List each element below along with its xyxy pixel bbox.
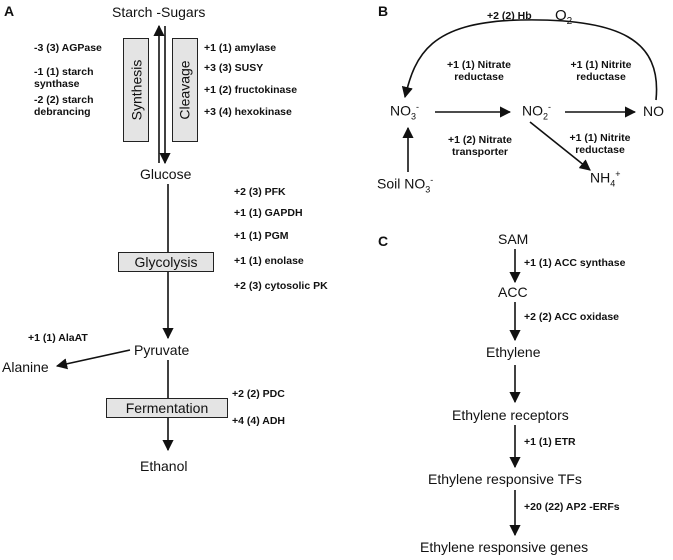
nitrite-reductase-bottom-label: +1 (1) Nitrite reductase: [562, 132, 638, 156]
starch-sugars-node: Starch -Sugars: [112, 4, 206, 20]
fructokinase-label: +1 (2) fructokinase: [204, 84, 298, 96]
starch-synthase-label-2: synthase: [34, 78, 80, 90]
nitrite-reductase-top-line-2: reductase: [576, 70, 626, 83]
no2-to-nh4-arrow: [529, 121, 591, 171]
susy-label: +3 (3) SUSY: [204, 62, 264, 74]
enolase-label: +1 (1) enolase: [234, 255, 304, 267]
nitrate-reductase-line-1: +1 (1) Nitrate: [447, 59, 511, 71]
ethylene-tfs-node: Ethylene responsive TFs: [428, 471, 582, 487]
no2-text: NO: [522, 102, 543, 119]
nitrite-reductase-bottom-line-1: +1 (1) Nitrite: [569, 132, 631, 144]
starch-debrancing-label: -2 (2) starch: [34, 94, 94, 106]
etr-label: +1 (1) ETR: [524, 436, 576, 448]
glycolysis-box: Glycolysis: [118, 252, 214, 272]
nh4-superscript: +: [615, 169, 621, 179]
ethanol-node: Ethanol: [140, 458, 188, 474]
pfk-label: +2 (3) PFK: [234, 186, 286, 198]
no2-subscript: 2: [543, 111, 549, 122]
acc-node: ACC: [498, 284, 528, 300]
no2-node: NO2-: [522, 102, 552, 122]
alanine-node: Alanine: [2, 359, 49, 375]
ethylene-receptors-node: Ethylene receptors: [452, 407, 569, 423]
no-node: NO: [643, 103, 664, 119]
no3-subscript: 3: [411, 111, 417, 122]
no3-node: NO3-: [390, 102, 420, 122]
pgm-label: +1 (1) PGM: [234, 230, 289, 242]
glucose-node: Glucose: [140, 166, 192, 182]
acc-oxidase-label: +2 (2) ACC oxidase: [524, 311, 620, 323]
soil-no3-text: Soil NO: [377, 175, 426, 192]
no3-text: NO: [390, 102, 411, 119]
cytosolic-pk-label: +2 (3) cytosolic PK: [234, 280, 328, 292]
cleavage-box: Cleavage: [172, 38, 198, 142]
pyruvate-to-alanine-arrow: [55, 349, 131, 370]
hexokinase-label: +3 (4) hexokinase: [204, 106, 292, 118]
acc-synthase-label: +1 (1) ACC synthase: [524, 257, 626, 269]
synthesis-label: Synthesis: [128, 59, 145, 121]
nh4-node: NH4+: [590, 169, 621, 189]
synthesis-box: Synthesis: [123, 38, 149, 142]
amylase-label: +1 (1) amylase: [204, 42, 277, 54]
soil-no3-superscript: -: [430, 175, 434, 185]
panel-label-a: A: [4, 3, 15, 19]
starch-debrancing-label-2: debrancing: [34, 106, 91, 118]
alaat-label: +1 (1) AlaAT: [28, 332, 88, 344]
nitrite-reductase-top-label: +1 (1) Nitrite reductase: [564, 59, 638, 83]
starch-synthase-label: -1 (1) starch: [34, 66, 94, 78]
glycolysis-label: Glycolysis: [134, 254, 198, 270]
fermentation-box: Fermentation: [106, 398, 228, 418]
ethylene-node: Ethylene: [486, 344, 541, 360]
cleavage-label: Cleavage: [177, 60, 193, 120]
ap2-erfs-label: +20 (22) AP2 -ERFs: [524, 501, 620, 513]
hb-label: +2 (2) Hb: [487, 10, 532, 22]
nitrate-transporter-label: +1 (2) Nitrate transporter: [442, 134, 518, 158]
hb-curve-arrow: [401, 19, 658, 101]
nitrate-transporter-line-1: +1 (2) Nitrate: [448, 134, 512, 146]
pdc-label: +2 (2) PDC: [232, 388, 285, 400]
ethylene-genes-node: Ethylene responsive genes: [420, 539, 589, 555]
soil-no3-node: Soil NO3-: [377, 175, 434, 195]
nh4-text: NH: [590, 169, 611, 186]
fermentation-label: Fermentation: [125, 400, 209, 416]
nitrate-reductase-line-2: reductase: [454, 70, 504, 83]
gapdh-label: +1 (1) GAPDH: [234, 207, 303, 219]
nitrite-reductase-top-line-1: +1 (1) Nitrite: [570, 59, 632, 71]
nitrate-transporter-line-2: transporter: [451, 145, 508, 158]
no2-superscript: -: [548, 102, 552, 112]
nh4-subscript: 4: [610, 178, 616, 189]
soil-no3-subscript: 3: [425, 184, 431, 195]
nitrate-reductase-label: +1 (1) Nitrate reductase: [442, 59, 516, 83]
sam-node: SAM: [498, 231, 529, 247]
pyruvate-node: Pyruvate: [134, 342, 190, 358]
agpase-label: -3 (3) AGPase: [34, 42, 102, 54]
o2-text: O: [555, 7, 567, 24]
o2-subscript: 2: [566, 16, 573, 27]
adh-label: +4 (4) ADH: [232, 415, 285, 427]
o2-label: O2: [555, 7, 573, 27]
nitrite-reductase-bottom-line-2: reductase: [575, 143, 625, 156]
panel-label-b: B: [378, 3, 389, 19]
panel-label-c: C: [378, 233, 389, 249]
no3-superscript: -: [416, 102, 420, 112]
